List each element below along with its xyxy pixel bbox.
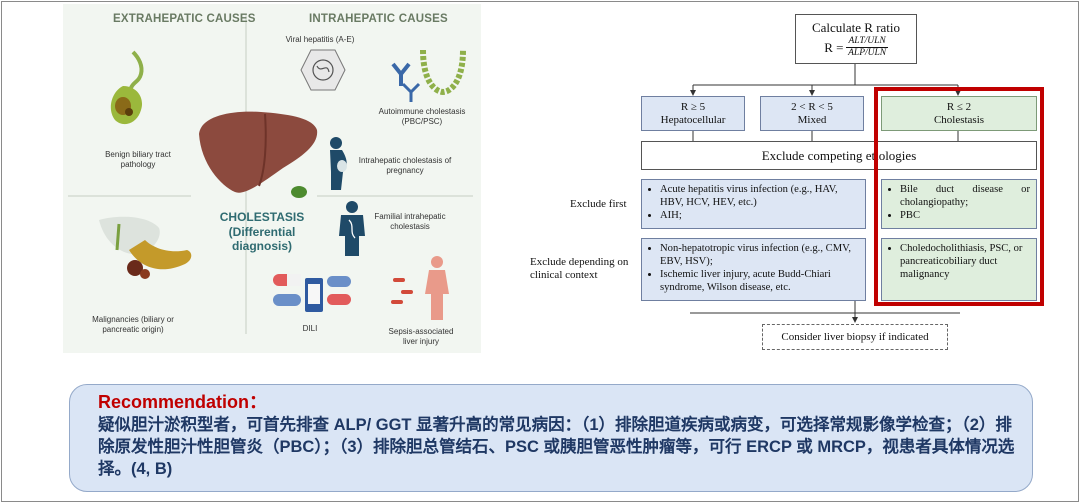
cholestasis-box: R ≤ 2 Cholestasis	[881, 96, 1037, 131]
pancreas-icon	[99, 216, 192, 279]
cholestasis-highlight-frame	[874, 87, 1044, 306]
gallbladder-icon	[110, 50, 144, 125]
mixed-ratio: 2 < R < 5	[791, 100, 833, 113]
list-item: Acute hepatitis virus infection (e.g., H…	[660, 183, 859, 209]
r-denominator: ALP/ULN	[848, 47, 887, 58]
benign-label: Benign biliary tract pathology	[105, 150, 171, 169]
dili-label: DILI	[302, 324, 318, 333]
sepsis-label: Sepsis-associated liver injury	[388, 327, 454, 346]
pregnancy-label: Intrahepatic cholestasis of pregnancy	[358, 156, 452, 175]
pills-icon	[273, 274, 351, 312]
r-formula: R = ALT/ULN ALP/ULN	[824, 36, 888, 59]
hepatocellular-box: R ≥ 5 Hepatocellular	[641, 96, 745, 131]
r-numerator: ALT/ULN	[846, 35, 888, 48]
intrahepatic-heading: INTRAHEPATIC CAUSES	[309, 13, 448, 25]
mixed-box: 2 < R < 5 Mixed	[760, 96, 864, 131]
illustration-panel: EXTRAHEPATIC CAUSES INTRAHEPATIC CAUSES …	[63, 4, 481, 353]
list-item: PBC	[900, 209, 1030, 222]
malignancy-label: Malignancies (biliary or pancreatic orig…	[92, 315, 174, 334]
cholestasis-context-list: Choledocholithiasis, PSC, or pancreatico…	[881, 238, 1037, 301]
virus-icon	[300, 49, 346, 91]
liver-icon	[199, 111, 318, 198]
autoimmune-label: Autoimmune cholestasis (PBC/PSC)	[378, 107, 466, 126]
list-item: AIH;	[660, 209, 859, 222]
cholestasis-subtitle: (Differential diagnosis)	[228, 225, 296, 253]
recommendation-box: Recommendation： 疑似胆汁淤积型者，可首先排查 ALP/ GGT …	[69, 384, 1033, 492]
cholestasis-title: CHOLESTASIS	[219, 210, 305, 224]
antibody-icon	[391, 49, 466, 102]
exclude-first-list: Acute hepatitis virus infection (e.g., H…	[641, 179, 866, 229]
flowchart-connectors	[690, 64, 961, 323]
recommendation-body: 疑似胆汁淤积型者，可首先排查 ALP/ GGT 显著升高的常见病因：（1）排除胆…	[98, 416, 1015, 478]
r-formula-lhs: R =	[824, 39, 844, 55]
familial-icon	[339, 201, 365, 256]
cholestasis-label: Cholestasis	[933, 113, 985, 126]
exclude-context-label: Exclude depending on clinical context	[530, 256, 629, 281]
cholestasis-ratio: R ≤ 2	[946, 100, 972, 113]
biopsy-text: Consider liver biopsy if indicated	[781, 330, 929, 343]
viral-label: Viral hepatitis (A-E)	[285, 35, 355, 44]
exclude-first-label: Exclude first	[570, 198, 627, 210]
pregnancy-icon	[330, 137, 347, 190]
hepatocellular-label: Hepatocellular	[660, 113, 726, 126]
cholestasis-first-list: Bile duct disease or cholangiopathy; PBC	[881, 179, 1037, 229]
r-ratio-title: Calculate R ratio	[811, 19, 901, 35]
sepsis-icon	[391, 256, 449, 320]
extrahepatic-heading: EXTRAHEPATIC CAUSES	[113, 13, 256, 25]
list-item: Choledocholithiasis, PSC, or pancreatico…	[900, 242, 1030, 281]
familial-label: Familial intrahepatic cholestasis	[374, 212, 446, 231]
list-item: Bile duct disease or cholangiopathy;	[900, 183, 1030, 209]
recommendation-title: Recommendation：	[98, 392, 268, 412]
list-item: Ischemic liver injury, acute Budd-Chiari…	[660, 268, 859, 294]
r-fraction: ALT/ULN ALP/ULN	[846, 35, 888, 59]
mixed-label: Mixed	[797, 113, 827, 126]
hepatocellular-ratio: R ≥ 5	[680, 100, 706, 113]
biopsy-box: Consider liver biopsy if indicated	[762, 324, 948, 350]
exclude-context-list: Non-hepatotropic virus infection (e.g., …	[641, 238, 866, 301]
r-ratio-box: Calculate R ratio R = ALT/ULN ALP/ULN	[795, 14, 917, 64]
exclude-competing-box: Exclude competing etiologies	[641, 141, 1037, 170]
list-item: Non-hepatotropic virus infection (e.g., …	[660, 242, 859, 268]
